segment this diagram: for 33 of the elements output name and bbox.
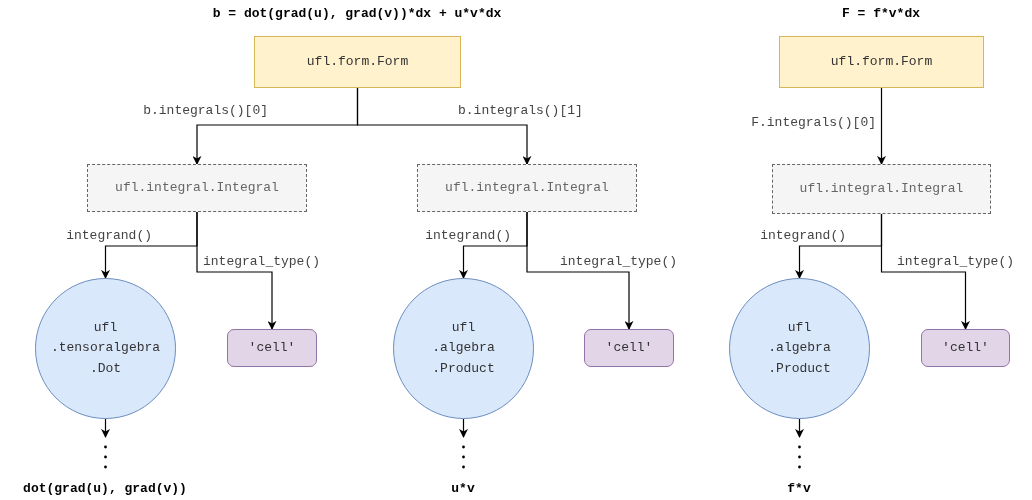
arrow [459, 418, 468, 438]
expression-circle: ufl .algebra .Product [729, 278, 870, 419]
arrow [877, 87, 886, 165]
edge-label: integrand() [760, 228, 846, 244]
edge-label: integrand() [425, 228, 511, 244]
edge-label: F.integrals()[0] [751, 115, 876, 131]
value-box: 'cell' [584, 329, 674, 367]
edge-label: b.integrals()[0] [143, 103, 268, 119]
edge-label: integral_type() [897, 254, 1015, 270]
expression-label: dot(grad(u), grad(v)) [23, 481, 187, 496]
expression-label: u*v [451, 481, 475, 496]
value-box: 'cell' [921, 329, 1010, 367]
form-box: ufl.form.Form [779, 36, 984, 88]
arrow [880, 213, 970, 330]
edge-label: b.integrals()[1] [458, 103, 583, 119]
arrow [101, 418, 110, 438]
formula-heading: F = f*v*dx [842, 6, 920, 21]
formula-heading: b = dot(grad(u), grad(v))*dx + u*v*dx [212, 6, 502, 21]
form-box: ufl.form.Form [254, 36, 461, 88]
arrow [196, 211, 277, 330]
expression-circle: ufl .algebra .Product [393, 278, 534, 419]
arrow [795, 418, 804, 438]
integral-box: ufl.integral.Integral [87, 164, 307, 212]
edge-label: integrand() [66, 228, 152, 244]
expression-label: f*v [787, 481, 811, 496]
edge-label: integral_type() [203, 254, 321, 270]
expression-circle: ufl .tensoralgebra .Dot [35, 278, 176, 419]
integral-box: ufl.integral.Integral [772, 164, 991, 214]
arrow [526, 211, 634, 330]
edge-label: integral_type() [560, 254, 678, 270]
arrow [356, 87, 532, 165]
value-box: 'cell' [227, 329, 317, 367]
integral-box: ufl.integral.Integral [417, 164, 637, 212]
